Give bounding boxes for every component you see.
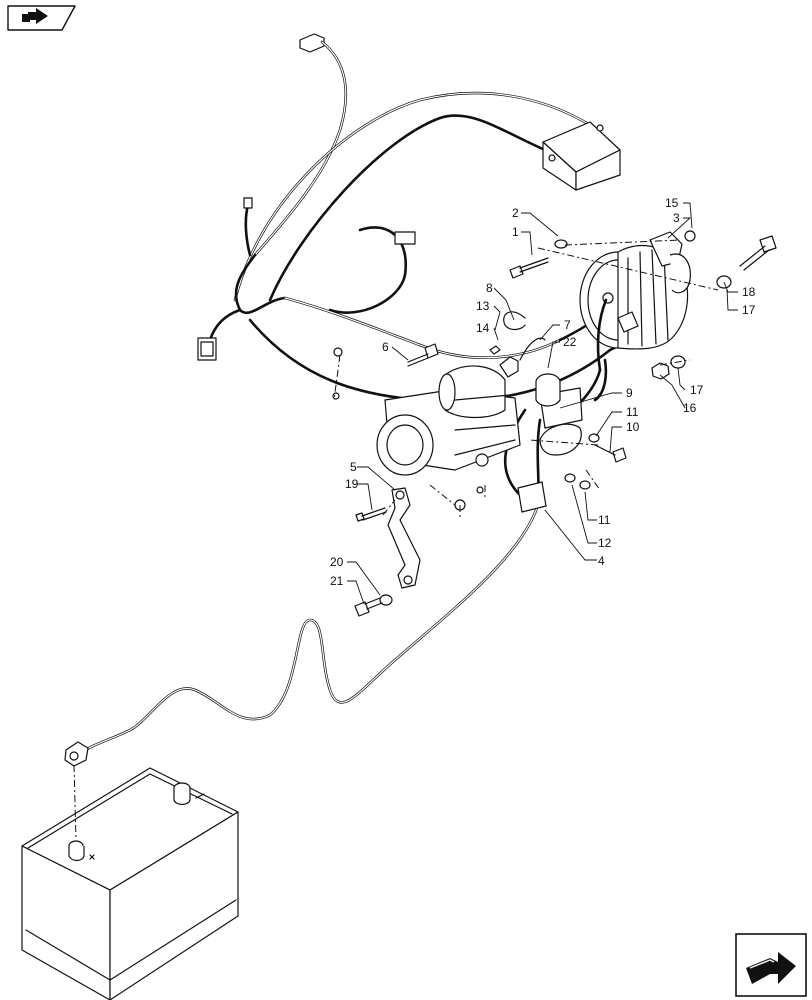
callout-1: 1 bbox=[512, 225, 519, 239]
starter-motor bbox=[376, 337, 546, 476]
callout-leaders bbox=[347, 202, 738, 605]
callout-21: 21 bbox=[330, 574, 344, 588]
callout-8: 8 bbox=[486, 281, 493, 295]
callout-18: 18 bbox=[742, 285, 756, 299]
callout-13: 13 bbox=[476, 299, 490, 313]
callout-11b: 11 bbox=[598, 513, 611, 527]
next-page-arrow-icon[interactable] bbox=[735, 933, 807, 997]
callout-20: 20 bbox=[330, 555, 344, 569]
callout-19: 19 bbox=[345, 477, 359, 491]
callout-17a: 17 bbox=[742, 303, 756, 317]
solenoid-bracket bbox=[535, 373, 583, 456]
callout-16: 16 bbox=[683, 401, 697, 415]
junction-box bbox=[542, 121, 621, 191]
callout-6: 6 bbox=[382, 340, 389, 354]
callout-5: 5 bbox=[350, 460, 357, 474]
callout-4: 4 bbox=[598, 554, 605, 568]
battery bbox=[21, 767, 239, 1000]
callout-labels: 1 2 3 4 5 6 7 8 9 10 11 11 12 13 14 15 1… bbox=[330, 196, 756, 588]
callout-17b: 17 bbox=[690, 383, 704, 397]
callout-11a: 11 bbox=[626, 405, 639, 419]
callout-3: 3 bbox=[673, 211, 680, 225]
previous-page-arrow-icon[interactable] bbox=[7, 5, 76, 31]
callout-15: 15 bbox=[665, 196, 679, 210]
fasteners bbox=[332, 230, 777, 617]
ground-strap bbox=[387, 487, 421, 589]
assembly-centerlines bbox=[73, 239, 719, 841]
callout-12: 12 bbox=[598, 536, 612, 550]
callout-7: 7 bbox=[564, 318, 571, 332]
callout-2: 2 bbox=[512, 206, 519, 220]
callout-14: 14 bbox=[476, 321, 490, 335]
callout-9: 9 bbox=[626, 386, 633, 400]
battery-cable bbox=[64, 481, 547, 767]
alternator bbox=[579, 231, 691, 372]
callout-22: 22 bbox=[563, 335, 577, 349]
callout-10: 10 bbox=[626, 420, 640, 434]
